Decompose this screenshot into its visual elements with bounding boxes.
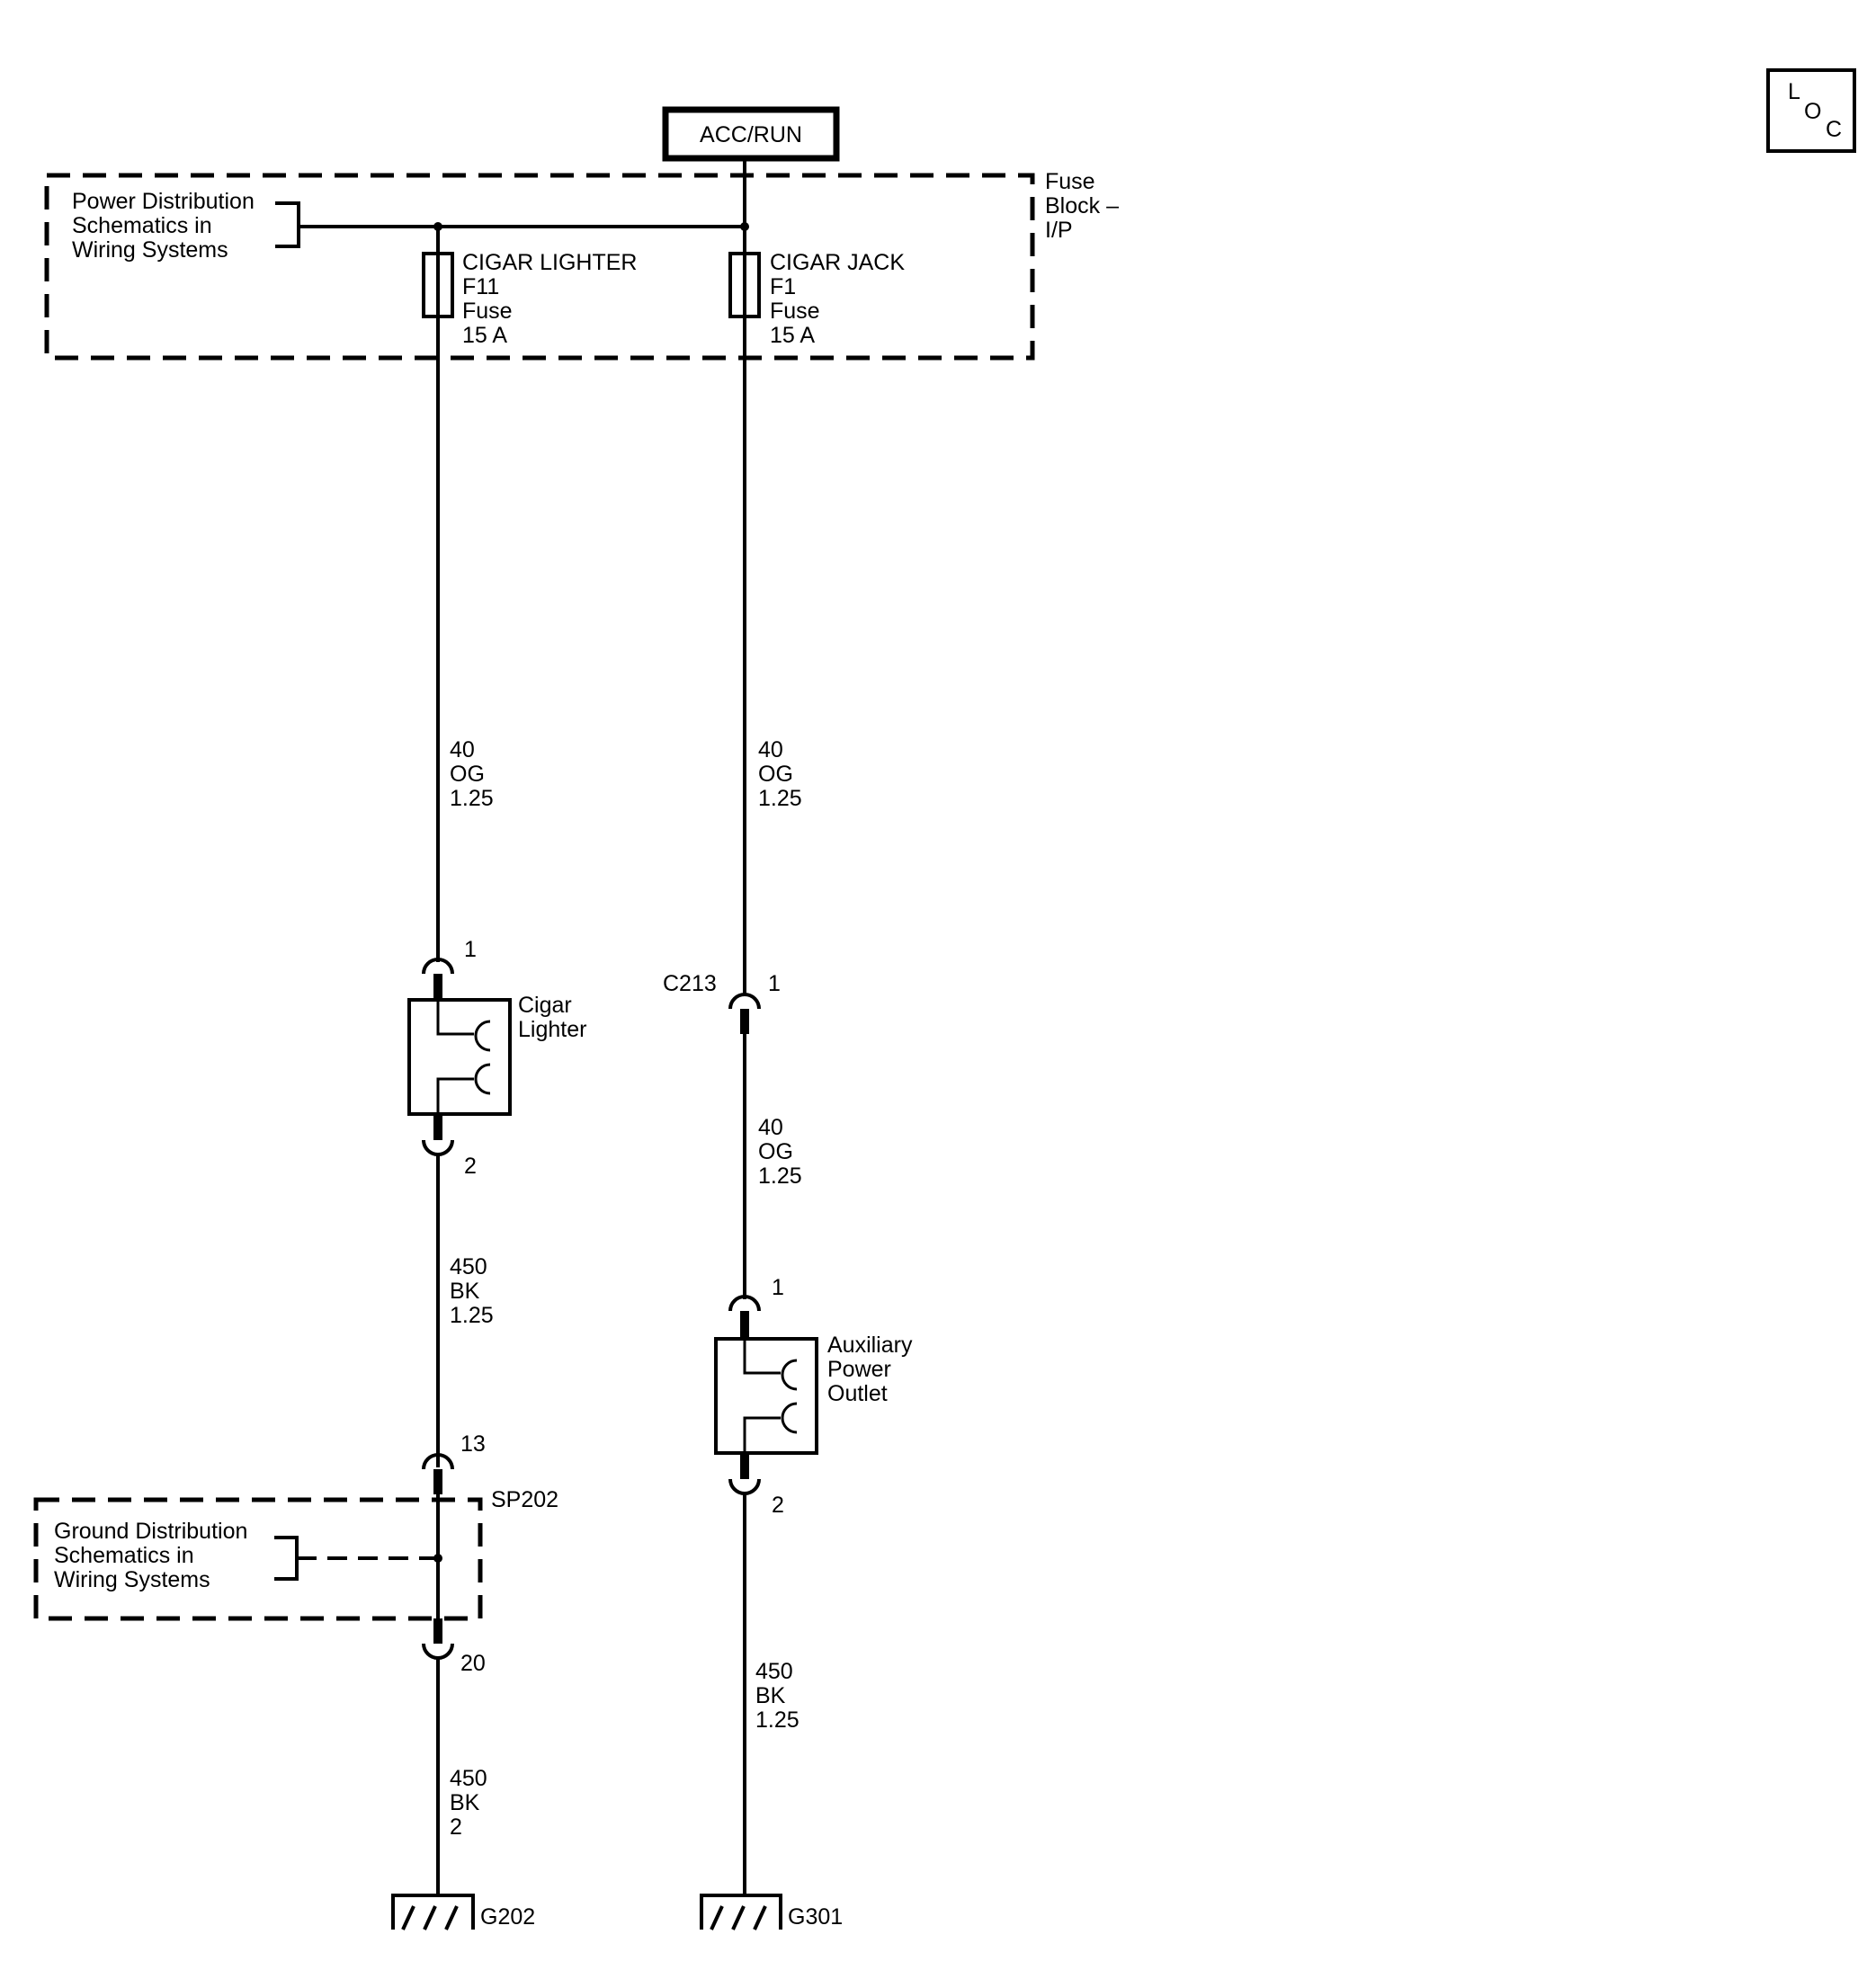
outlet-pin-1: 1 (772, 1275, 784, 1300)
right-wire-1: 40 OG 1.25 (743, 316, 802, 996)
left-wire-1: 40 OG 1.25 (436, 316, 494, 962)
cigar-lighter: 1 Cigar Lighter 2 (407, 937, 586, 1179)
fuse-f1: CIGAR JACK F1 Fuse 15 A (728, 250, 905, 348)
cigar-lighter-pin-2: 2 (464, 1154, 477, 1179)
svg-text:1.25: 1.25 (450, 786, 494, 811)
fuse-f11: CIGAR LIGHTER F11 Fuse 15 A (422, 227, 637, 348)
svg-text:OG: OG (758, 1139, 793, 1164)
svg-text:Wiring Systems: Wiring Systems (72, 237, 228, 263)
svg-text:Ground Distribution: Ground Distribution (54, 1519, 247, 1544)
svg-text:40: 40 (758, 1115, 783, 1140)
power-bus (299, 158, 749, 254)
svg-text:Schematics in: Schematics in (72, 213, 212, 238)
svg-text:2: 2 (450, 1814, 462, 1840)
svg-text:1.25: 1.25 (758, 1163, 802, 1189)
splice-sp202: 13 SP202 20 (33, 1431, 558, 1676)
svg-text:Block –: Block – (1045, 193, 1119, 218)
fuse-block-boundary (44, 173, 1035, 361)
svg-text:Wiring Systems: Wiring Systems (54, 1567, 210, 1592)
ignition-source-box: ACC/RUN (662, 106, 840, 162)
loc-letter-l: L (1788, 79, 1800, 104)
svg-text:40: 40 (450, 737, 475, 762)
svg-text:450: 450 (450, 1254, 487, 1279)
svg-text:Schematics in: Schematics in (54, 1543, 194, 1568)
svg-text:Power: Power (827, 1357, 891, 1382)
fuse-f1-name: CIGAR JACK (770, 250, 905, 275)
svg-text:Fuse: Fuse (1045, 169, 1095, 194)
left-wire-3: 450 BK 2 (436, 1658, 487, 1895)
ground-g301: G301 (700, 1894, 843, 1930)
svg-text:BK: BK (450, 1790, 480, 1815)
auxiliary-power-outlet: 1 Auxiliary Power Outlet 2 (714, 1275, 913, 1518)
fuse-block-label: Fuse Block – I/P (1045, 169, 1119, 243)
power-distribution-reference: Power Distribution Schematics in Wiring … (72, 189, 300, 263)
svg-text:Auxiliary: Auxiliary (827, 1333, 913, 1358)
svg-text:I/P: I/P (1045, 218, 1073, 243)
ground-g202: G202 (391, 1894, 535, 1930)
svg-text:450: 450 (755, 1659, 793, 1684)
ground-g301-label: G301 (788, 1904, 843, 1930)
fuse-f11-name: CIGAR LIGHTER (462, 250, 637, 275)
connector-c213: C213 1 (663, 971, 781, 1034)
svg-text:Outlet: Outlet (827, 1381, 888, 1406)
splice-pin-20: 20 (460, 1651, 486, 1676)
outlet-pin-2: 2 (772, 1493, 784, 1518)
fuse-f1-rating: 15 A (770, 323, 815, 348)
connector-c213-pin: 1 (768, 971, 781, 996)
loc-symbol: L O C (1766, 68, 1856, 153)
svg-text:40: 40 (758, 737, 783, 762)
svg-text:Power Distribution: Power Distribution (72, 189, 255, 214)
fuse-f1-id: F1 (770, 274, 796, 299)
svg-text:BK: BK (755, 1683, 786, 1708)
splice-label: SP202 (491, 1487, 558, 1512)
cigar-lighter-pin-1: 1 (464, 937, 477, 962)
right-wire-3: 450 BK 1.25 (743, 1493, 800, 1895)
svg-text:450: 450 (450, 1766, 487, 1791)
loc-letter-c: C (1826, 117, 1842, 142)
svg-text:1.25: 1.25 (755, 1707, 800, 1733)
svg-text:1.25: 1.25 (758, 786, 802, 811)
connector-c213-label: C213 (663, 971, 717, 996)
svg-text:Lighter: Lighter (518, 1017, 586, 1042)
fuse-f11-rating: 15 A (462, 323, 507, 348)
svg-text:OG: OG (758, 762, 793, 787)
svg-text:Cigar: Cigar (518, 993, 572, 1018)
loc-letter-o: O (1804, 99, 1821, 124)
svg-text:1.25: 1.25 (450, 1303, 494, 1328)
svg-text:BK: BK (450, 1279, 480, 1304)
fuse-f1-type: Fuse (770, 299, 820, 324)
ground-g202-label: G202 (480, 1904, 535, 1930)
ignition-label: ACC/RUN (700, 122, 802, 147)
splice-pin-13: 13 (460, 1431, 486, 1457)
ground-distribution-reference: Ground Distribution Schematics in Wiring… (54, 1519, 247, 1592)
fuse-f11-type: Fuse (462, 299, 513, 324)
left-wire-2: 450 BK 1.25 (436, 1154, 494, 1467)
fuse-f11-id: F11 (462, 274, 499, 299)
right-wire-2: 40 OG 1.25 (743, 1034, 802, 1299)
svg-text:OG: OG (450, 762, 485, 787)
